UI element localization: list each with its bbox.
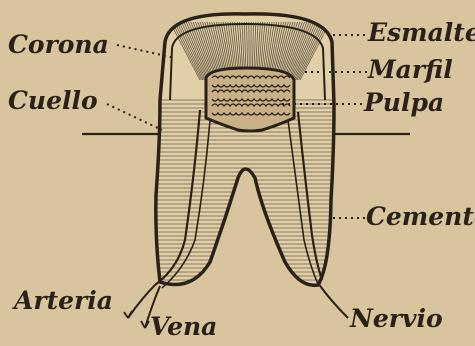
label-pulpa: Pulpa (364, 90, 444, 115)
label-nervio: Nervio (350, 306, 443, 331)
label-esmalte: Esmalte (368, 20, 475, 45)
label-cemento: Cemento (366, 204, 475, 229)
nerve-line (318, 283, 348, 318)
vein-arrow (141, 321, 149, 328)
label-corona: Corona (8, 32, 109, 57)
label-marfil: Marfil (368, 57, 453, 82)
label-vena: Vena (150, 314, 217, 339)
leader-cuello (107, 104, 162, 130)
artery-arrow (124, 311, 132, 318)
label-cuello: Cuello (8, 88, 98, 113)
label-arteria: Arteria (14, 288, 113, 313)
